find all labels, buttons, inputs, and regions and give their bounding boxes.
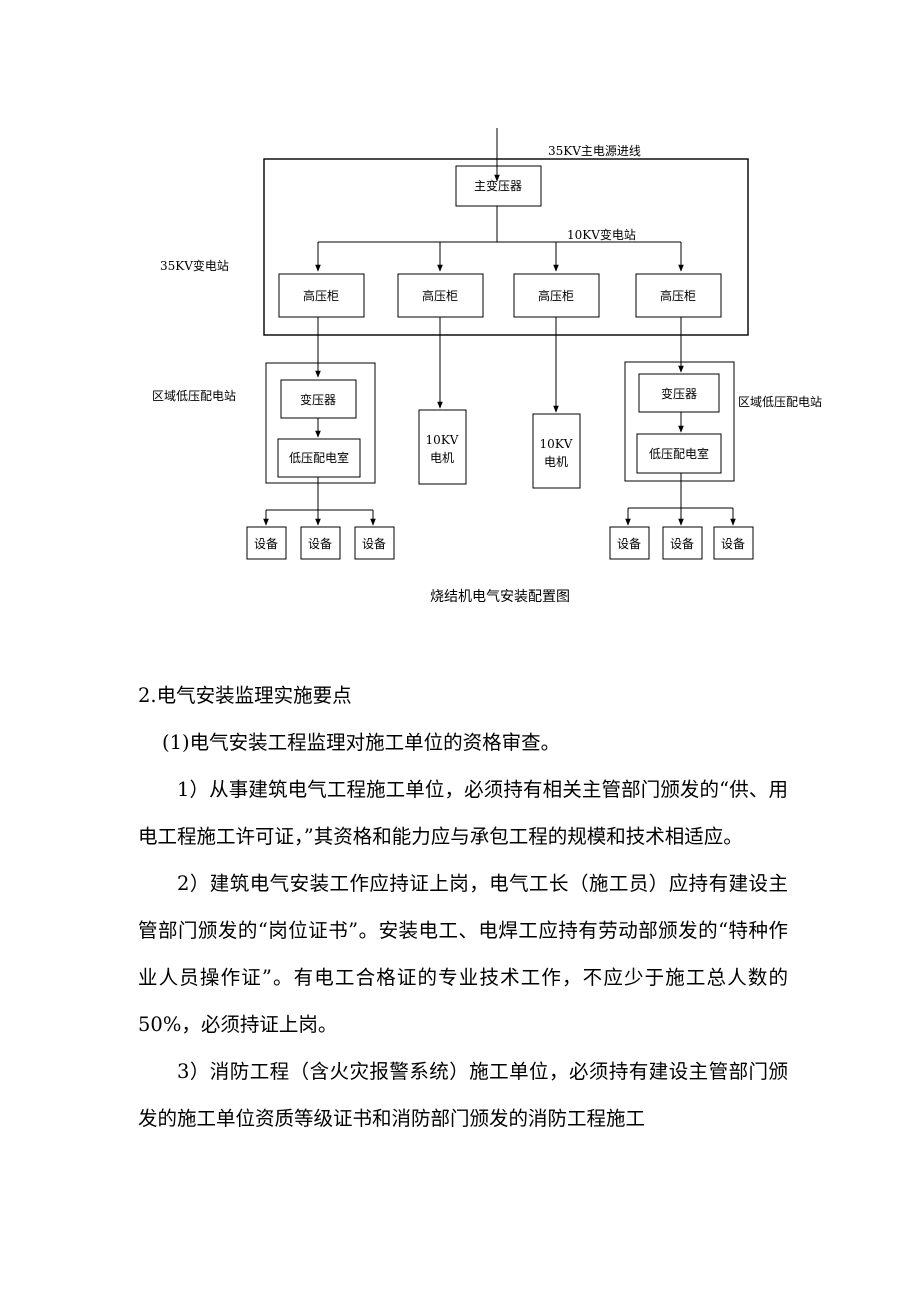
motor-10kv-1 — [418, 409, 467, 485]
hv-cabinet-1 — [278, 273, 365, 318]
hv-cabinet-2-label: 高压柜 — [422, 288, 458, 303]
equipment-left-3 — [354, 526, 395, 560]
equipment-right-1-label: 设备 — [617, 537, 641, 551]
sub10kv-label: 10KV变电站 — [567, 227, 636, 242]
substation-label: 35KV变电站 — [160, 258, 229, 273]
regional-label-right: 区域低压配电站 — [738, 395, 822, 409]
paragraph-item-2: 2）建筑电气安装工作应持证上岗，电气工长（施工员）应持有建设主管部门颁发的“岗位… — [138, 872, 788, 1036]
hv-cabinet-4 — [635, 273, 722, 318]
regional-label-left: 区域低压配电站 — [152, 389, 236, 403]
lv-room-left-label: 低压配电室 — [289, 450, 349, 465]
equipment-right-3-label: 设备 — [721, 537, 745, 551]
section-heading: 2.电气安装监理实施要点 — [138, 684, 352, 707]
transformer-right-label: 变压器 — [661, 386, 697, 401]
equipment-left-2-label: 设备 — [308, 537, 332, 551]
motor-1-label: 电机 — [430, 451, 454, 465]
regional-lv-station-left — [265, 362, 376, 484]
equipment-right-2-label: 设备 — [670, 537, 694, 551]
lv-room-left — [277, 438, 361, 478]
document-body: 2.电气安装监理实施要点 (1)电气安装工程监理对施工单位的资格审查。 1）从事… — [138, 672, 788, 1142]
hv-cabinet-4-label: 高压柜 — [660, 288, 696, 303]
main-transformer-label: 主变压器 — [474, 178, 522, 193]
equipment-left-1-label: 设备 — [254, 537, 278, 551]
diagram-caption: 烧结机电气安装配置图 — [430, 589, 570, 605]
paragraph-item-3: 3）消防工程（含火灾报警系统）施工单位，必须持有建设主管部门颁发的施工单位资质等… — [138, 1060, 788, 1130]
lv-room-right-label: 低压配电室 — [649, 446, 709, 461]
incoming-line-label: 35KV主电源进线 — [548, 144, 641, 158]
equipment-right-2 — [662, 526, 703, 560]
equipment-right-3 — [713, 526, 754, 560]
hv-cabinet-1-label: 高压柜 — [303, 288, 339, 303]
motor-10kv-2 — [532, 413, 581, 489]
equipment-left-3-label: 设备 — [362, 537, 386, 551]
equipment-right-1 — [609, 526, 650, 560]
subsection-heading: (1)电气安装工程监理对施工单位的资格审查。 — [162, 731, 561, 754]
electrical-configuration-diagram: 35KV主电源进线 35KV变电站 主变压器 10KV变电站 高压柜 高压柜 高… — [152, 128, 822, 605]
lv-room-right — [636, 433, 722, 474]
motor-2-voltage: 10KV — [540, 437, 573, 451]
regional-lv-station-right — [624, 361, 735, 482]
equipment-left-1 — [246, 526, 287, 560]
main-transformer-box — [455, 165, 542, 207]
equipment-left-2 — [300, 526, 341, 560]
motor-2-label: 电机 — [544, 455, 568, 469]
transformer-left-label: 变压器 — [300, 392, 336, 407]
motor-1-voltage: 10KV — [426, 433, 459, 447]
substation-35kv-box — [263, 158, 749, 336]
paragraph-item-1: 1）从事建筑电气工程施工单位，必须持有相关主管部门颁发的“供、用电工程施工许可证… — [138, 778, 788, 848]
transformer-right — [638, 373, 720, 413]
hv-cabinet-3-label: 高压柜 — [538, 288, 574, 303]
